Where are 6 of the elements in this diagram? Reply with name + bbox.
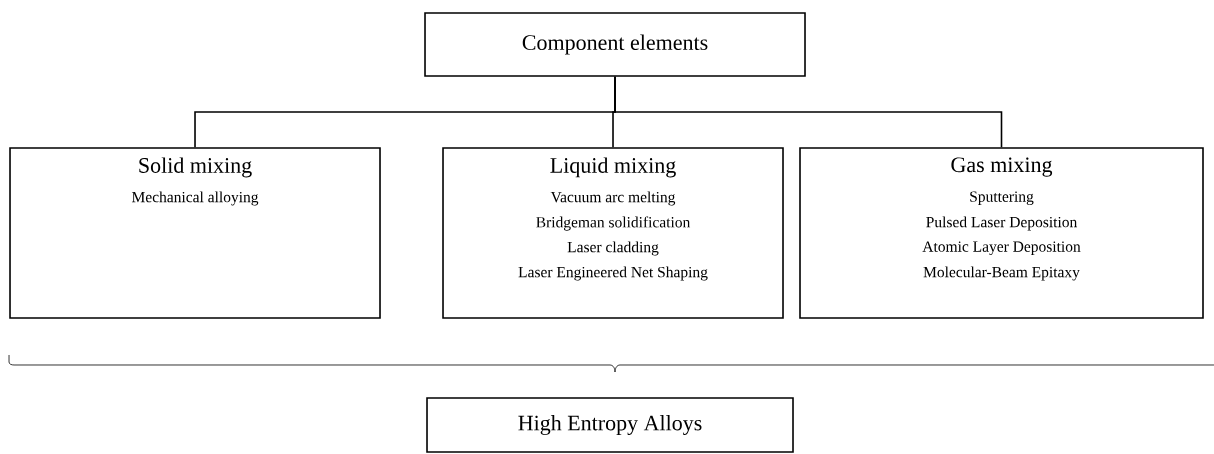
source-box: Component elements: [424, 12, 806, 77]
result-box: High Entropy Alloys: [426, 397, 794, 453]
connector: [614, 76, 1003, 148]
method-box: Gas mixing Sputtering Pulsed Laser Deposition Atomic Layer Deposition Molecular-Beam Epitaxy: [799, 147, 1204, 319]
method-box: Solid mixing Mechanical alloying: [9, 147, 381, 319]
method-box: Liquid mixing Vacuum arc melting Bridgeman solidification Laser cladding Laser Engineered Net Shaping: [442, 147, 784, 319]
